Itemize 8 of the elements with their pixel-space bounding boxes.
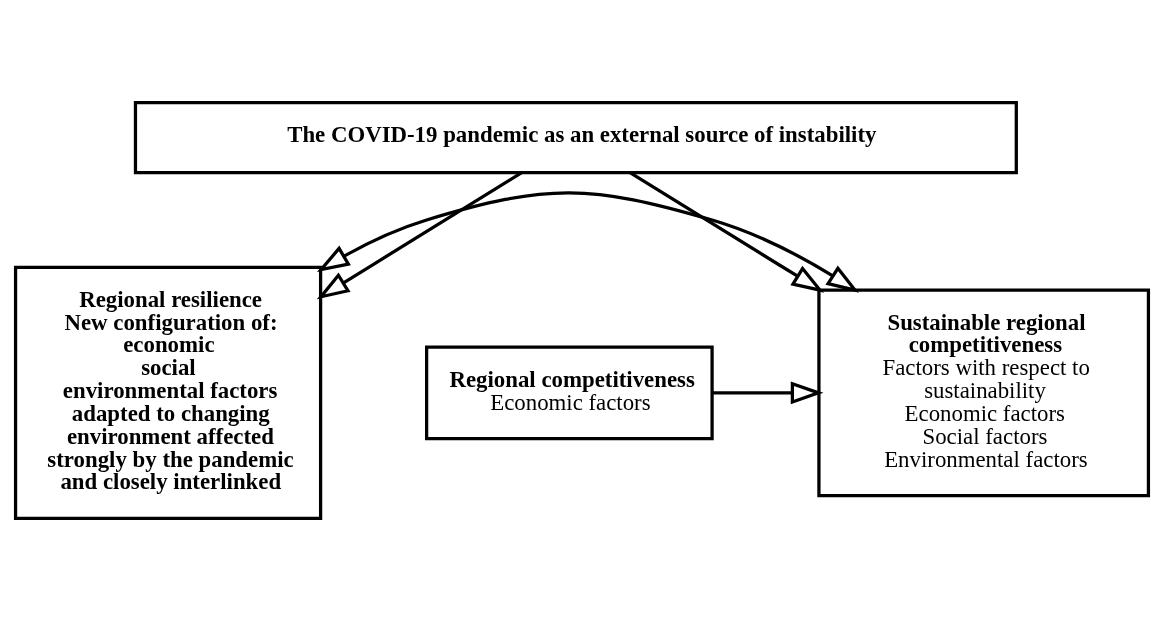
node-box: Sustainable regional competitiveness Factors with respect to sustainability Economic factors Social factors Environmental factors xyxy=(817,288,1151,498)
node-box: The COVID-19 pandemic as an external source of instability xyxy=(133,100,1018,175)
arrow xyxy=(316,191,860,293)
node-box: Regional resilience New configuration of: economic social environmental factors adapted to changing environment affected strongly by the pandemic and closely interlinked xyxy=(13,265,323,521)
arrow xyxy=(712,381,824,405)
arrow xyxy=(316,171,523,300)
arrow xyxy=(629,171,825,293)
node-box: Regional competitiveness Economic factors xyxy=(425,345,714,441)
